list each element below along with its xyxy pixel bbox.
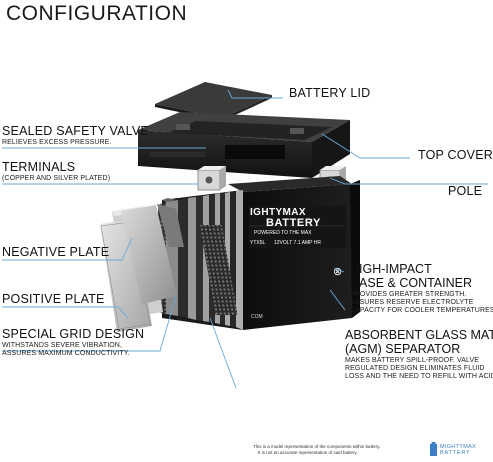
agm-sub-1: MAKES BATTERY SPILL-PROOF. VALVE [345,357,480,364]
battery-model: YTX5L [250,240,266,246]
battery-case [228,176,360,330]
brand-line-1: IGHTYMAX [250,207,306,218]
battery-front-label: ⊗ [249,206,346,278]
footer-logo [430,442,437,456]
label-high-impact-1: HIGH-IMPACT [350,262,432,276]
logo-line-2: BATTERY [440,450,471,456]
label-battery-lid: BATTERY LID [289,86,371,100]
special-grid-sub-2: ASSURES MAXIMUM CONDUCTIVITY. [2,350,130,357]
label-positive-plate: POSITIVE PLATE [2,292,105,306]
footer-disclaimer-1: This is a model representation of the co… [253,444,381,449]
label-sealed-safety-valve: SEALED SAFETY VALVE [2,124,149,138]
label-negative-plate: NEGATIVE PLATE [2,245,110,259]
footer-disclaimer-2: It is not an accurate representation of … [258,450,358,455]
battery-spec: 12VOLT 7.1 AMP HR [274,240,321,246]
high-impact-sub-2: ASSURES RESERVE ELECTROLYTE [350,299,474,306]
sealed-safety-valve-sub: RELIEVES EXCESS PRESSURE. [2,139,112,146]
high-impact-sub-1: PROVIDES GREATER STRENGTH. [350,291,467,298]
leader-lines [2,89,488,389]
logo-line-1: MIGHTYMAX [440,444,477,450]
page-title: CONFIGURATION [6,2,188,25]
label-agm-1: ABSORBENT GLASS MAT [345,328,493,342]
brand-tagline: POWERED TO THE MAX [254,230,312,236]
label-agm-2: (AGM) SEPARATOR [345,342,461,356]
label-terminals: TERMINALS [2,160,76,174]
agm-sub-3: LOSS AND THE NEED TO REFILL WITH ACID. [345,373,493,380]
brand-line-2: BATTERY [266,217,321,229]
battery-site: COM [251,314,263,320]
svg-text:⊗: ⊗ [333,266,342,278]
high-impact-sub-3: CAPACITY FOR COOLER TEMPERATURES. [350,307,493,314]
label-special-grid-design: SPECIAL GRID DESIGN [2,327,145,341]
exploded-plates [100,204,238,332]
label-pole: POLE [448,184,483,198]
top-cover [138,112,350,178]
label-high-impact-2: CASE & CONTAINER [350,276,473,290]
special-grid-sub-1: WITHSTANDS SEVERE VIBRATION, [2,342,122,349]
agm-sub-2: REGULATED DESIGN ELIMINATES FLUID [345,365,485,372]
terminals-sub: (COPPER AND SILVER PLATED) [2,175,111,182]
label-top-cover: TOP COVER [418,148,493,162]
